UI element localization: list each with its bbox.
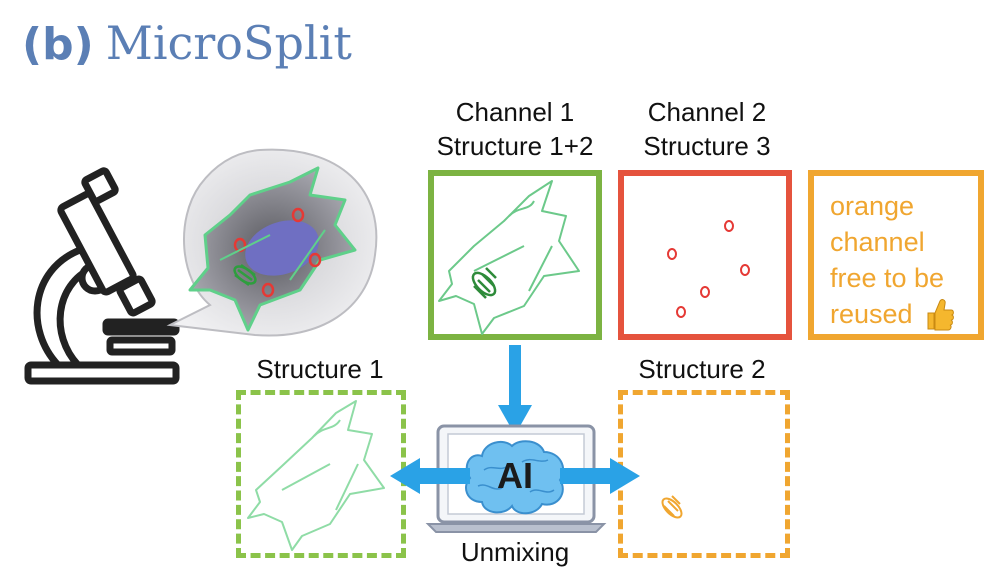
structure2-image bbox=[661, 495, 683, 519]
brain-icon bbox=[465, 440, 565, 515]
channel1-title: Channel 1 bbox=[455, 97, 575, 127]
red-dot bbox=[700, 286, 710, 298]
note-line-4: reused bbox=[830, 296, 954, 332]
channel2-title: Channel 2 bbox=[647, 97, 767, 127]
note-line-1: orange bbox=[830, 191, 915, 221]
note-line-2: channel bbox=[830, 227, 925, 257]
thumbs-up-icon bbox=[927, 299, 954, 331]
channel2-image bbox=[667, 220, 750, 318]
note-line-4-text: reused bbox=[830, 299, 913, 329]
structure2-label: Structure 2 bbox=[638, 354, 766, 384]
panel-letter: (b) bbox=[22, 19, 94, 70]
channel2-label: Channel 2 Structure 3 bbox=[612, 95, 802, 163]
cell-icon bbox=[166, 148, 378, 337]
arrow-right bbox=[560, 458, 640, 494]
channel1-subtitle: Structure 1+2 bbox=[436, 131, 594, 161]
orange-channel-note: orange channel free to be reused bbox=[808, 170, 984, 340]
structure1-image bbox=[247, 400, 385, 551]
unmixing-caption: Unmixing bbox=[460, 537, 570, 567]
channel1-label: Channel 1 Structure 1+2 bbox=[420, 95, 610, 163]
method-name: MicroSplit bbox=[105, 16, 352, 70]
channel1-image bbox=[438, 180, 580, 335]
structure1-label: Structure 1 bbox=[256, 354, 384, 384]
red-dot bbox=[676, 306, 686, 318]
channel2-subtitle: Structure 3 bbox=[643, 131, 771, 161]
red-dot bbox=[667, 248, 677, 260]
figure-title: (b)MicroSplit bbox=[22, 8, 352, 78]
arrow-down bbox=[498, 345, 532, 435]
channel2-box bbox=[618, 170, 792, 340]
note-line-3: free to be bbox=[830, 263, 945, 293]
channel1-box bbox=[428, 170, 602, 340]
red-dot bbox=[740, 264, 750, 276]
red-dot bbox=[724, 220, 734, 232]
arrow-left bbox=[390, 458, 470, 494]
ai-label: AI bbox=[497, 455, 533, 496]
microscope-icon bbox=[24, 167, 180, 385]
